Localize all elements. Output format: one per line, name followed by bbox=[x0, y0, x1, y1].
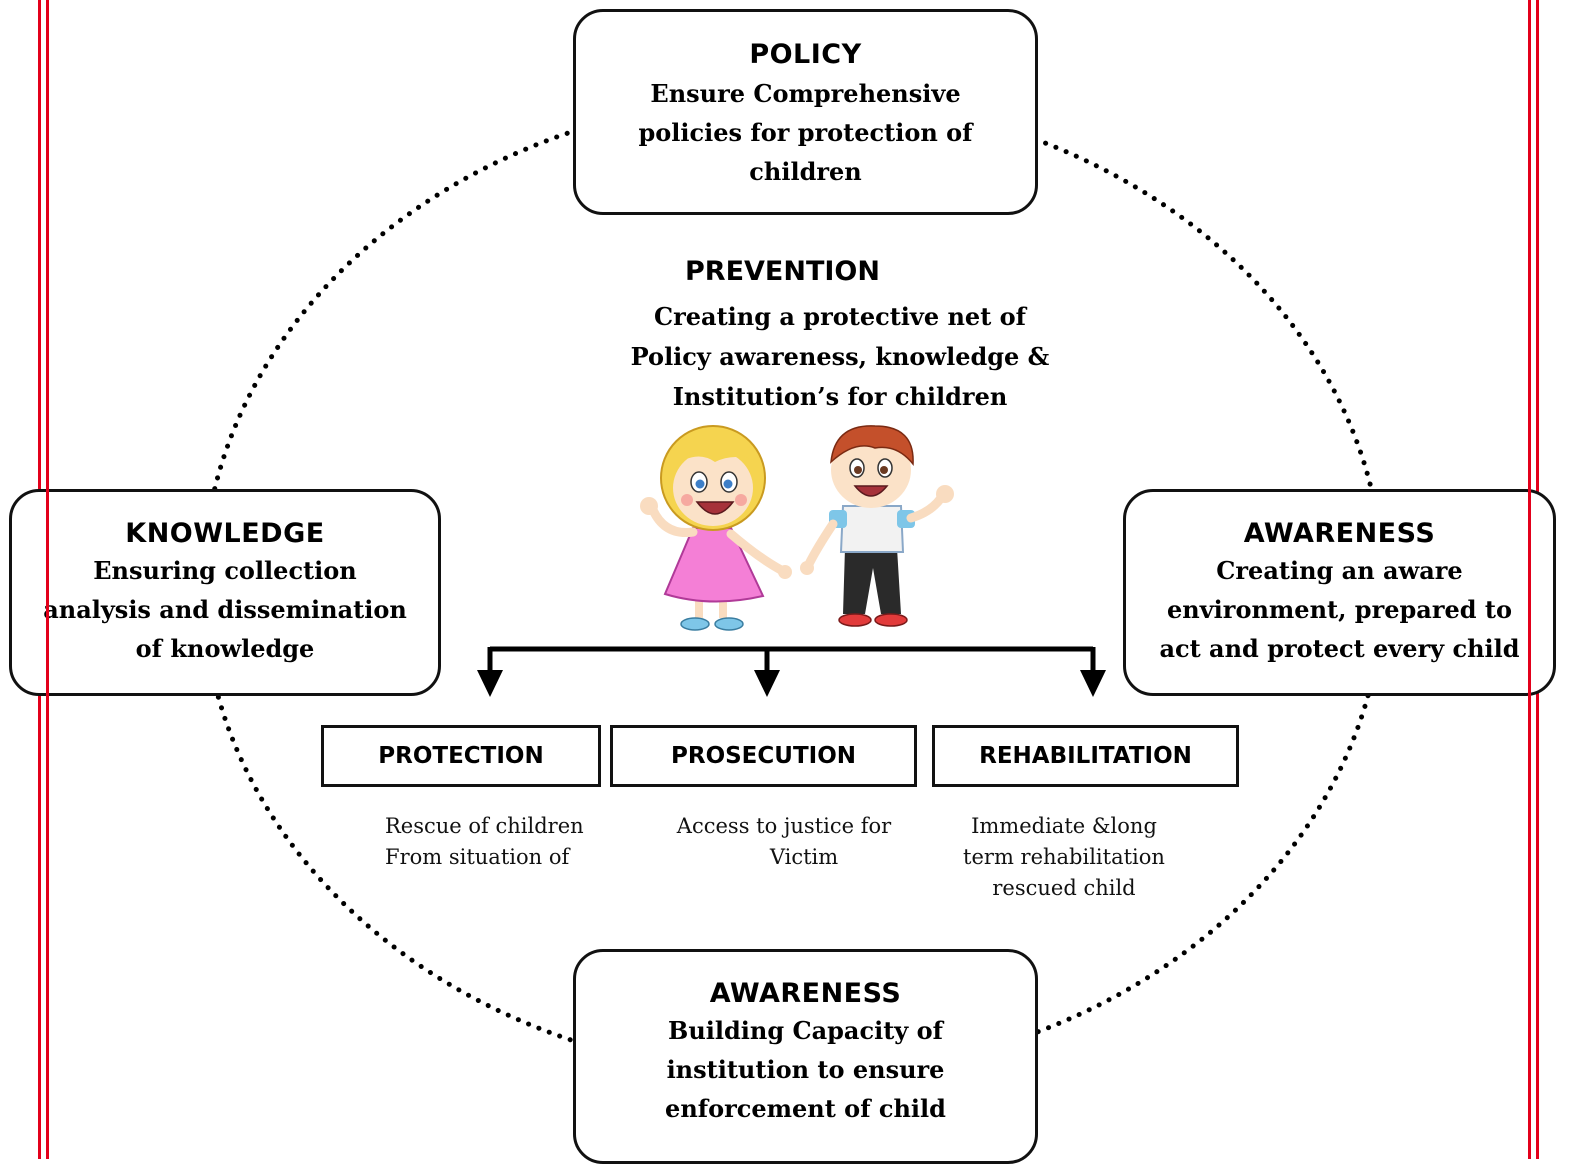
rehabilitation-desc-line: term rehabilitation bbox=[963, 845, 1165, 869]
prevention-line: Creating a protective net of bbox=[654, 302, 1026, 331]
knowledge-text: Ensuring collection analysis and dissemi… bbox=[12, 551, 438, 668]
girl-illustration bbox=[640, 425, 792, 631]
awareness-right-line: environment, prepared to bbox=[1167, 595, 1512, 624]
policy-line: Ensure Comprehensive bbox=[650, 79, 961, 108]
protection-desc-line: From situation of bbox=[385, 845, 570, 869]
knowledge-line: Ensuring collection bbox=[93, 556, 357, 585]
awareness-bottom-line: Building Capacity of bbox=[668, 1016, 943, 1045]
prevention-line: Institution’s for children bbox=[672, 382, 1008, 411]
prevention-title: PREVENTION bbox=[685, 256, 880, 287]
prosecution-label-box: PROSECUTION bbox=[610, 725, 917, 787]
boy-illustration bbox=[800, 425, 954, 627]
children-illustration bbox=[640, 425, 954, 631]
policy-text: Ensure Comprehensive policies for protec… bbox=[576, 74, 1035, 191]
arrow-head-rehabilitation bbox=[1080, 670, 1106, 697]
awareness-right-text: Creating an aware environment, prepared … bbox=[1126, 551, 1553, 668]
rehabilitation-desc-line: rescued child bbox=[992, 876, 1136, 900]
left-border-overlay bbox=[46, 485, 49, 700]
awareness-bottom-title: AWARENESS bbox=[709, 978, 902, 1009]
rehabilitation-label-box: REHABILITATION bbox=[932, 725, 1239, 787]
awareness-bottom-line: enforcement of child bbox=[665, 1094, 946, 1123]
prevention-line: Policy awareness, knowledge & bbox=[630, 342, 1050, 371]
policy-line: policies for protection of bbox=[638, 118, 973, 147]
arrow-head-prosecution bbox=[754, 670, 780, 697]
policy-box: POLICY Ensure Comprehensive policies for… bbox=[573, 9, 1038, 215]
awareness-right-line: Creating an aware bbox=[1216, 556, 1463, 585]
policy-line: children bbox=[749, 157, 862, 186]
knowledge-box: KNOWLEDGE Ensuring collection analysis a… bbox=[9, 489, 441, 696]
knowledge-line: analysis and dissemination bbox=[43, 595, 407, 624]
awareness-right-line: act and protect every child bbox=[1159, 634, 1520, 663]
awareness-right-box: AWARENESS Creating an aware environment,… bbox=[1123, 489, 1556, 696]
protection-desc-line: Rescue of children bbox=[385, 814, 584, 838]
arrow-head-protection bbox=[477, 670, 503, 697]
prosecution-desc-line: Victim bbox=[769, 845, 839, 869]
protection-desc: Rescue of children From situation of bbox=[385, 811, 584, 873]
prevention-text: Creating a protective net of Policy awar… bbox=[590, 297, 1090, 417]
knowledge-line: of knowledge bbox=[135, 634, 315, 663]
rehabilitation-desc-line: Immediate &long bbox=[971, 814, 1157, 838]
protection-label-box: PROTECTION bbox=[321, 725, 601, 787]
prosecution-desc-line: Access to justice for bbox=[676, 814, 892, 838]
arrow-connector bbox=[487, 646, 1096, 672]
right-border-overlay bbox=[1528, 485, 1531, 700]
rehabilitation-desc: Immediate &long term rehabilitation resc… bbox=[940, 811, 1188, 904]
knowledge-title: KNOWLEDGE bbox=[125, 518, 325, 549]
policy-title: POLICY bbox=[749, 39, 862, 70]
awareness-bottom-box: AWARENESS Building Capacity of instituti… bbox=[573, 949, 1038, 1164]
awareness-right-title: AWARENESS bbox=[1243, 518, 1436, 549]
awareness-bottom-line: institution to ensure bbox=[666, 1055, 945, 1084]
awareness-bottom-text: Building Capacity of institution to ensu… bbox=[576, 1011, 1035, 1128]
prosecution-desc: Access to justice for Victim bbox=[654, 811, 914, 873]
